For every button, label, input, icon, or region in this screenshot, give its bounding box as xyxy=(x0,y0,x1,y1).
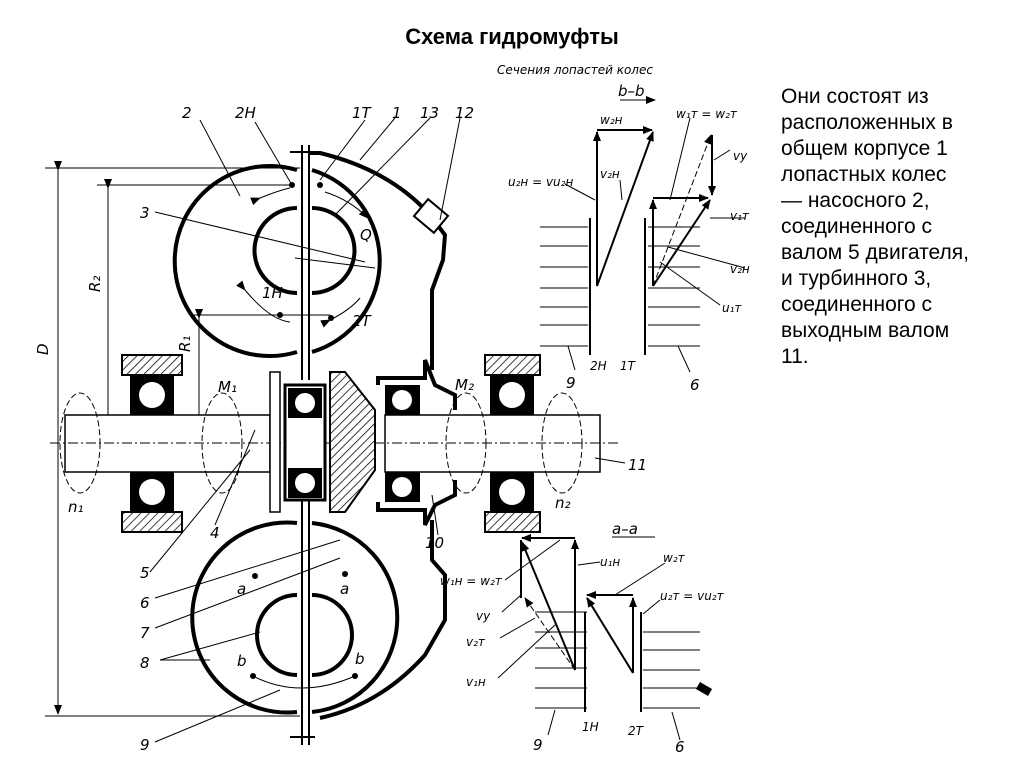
aa-label-2T: 2T xyxy=(628,724,645,738)
dimension-lines xyxy=(45,161,330,717)
point-label-2T: 2T xyxy=(352,312,373,330)
aa-label-9: 9 xyxy=(533,736,543,754)
dim-label-n1: n₁ xyxy=(68,498,84,516)
part-label-12: 12 xyxy=(455,104,474,122)
bb-label-u2H: u₂н = vu₂н xyxy=(508,175,573,189)
upper-wheel xyxy=(172,145,450,380)
section-aa-label: a–a xyxy=(612,520,638,538)
dim-label-R2: R₂ xyxy=(86,276,104,292)
section-heading: Сечения лопастей колес xyxy=(497,63,653,77)
part-label-8: 8 xyxy=(140,654,150,672)
dim-label-M2: M₂ xyxy=(455,376,474,394)
point-label-a-left: a xyxy=(237,580,246,598)
page-title: Схема гидромуфты xyxy=(0,24,1024,50)
bb-label-6: 6 xyxy=(690,376,700,394)
point-label-a-right: a xyxy=(340,580,349,598)
dim-label-n2: n₂ xyxy=(555,494,571,512)
part-label-10: 10 xyxy=(425,534,444,552)
description-line: расположенных в xyxy=(781,111,953,134)
lower-wheel xyxy=(190,500,447,745)
bearing-left-top xyxy=(121,354,183,415)
bb-label-w2H: w₂н xyxy=(600,113,623,127)
description-line: Они состоят из xyxy=(781,85,929,108)
description-text: Они состоят из расположенных в общем кор… xyxy=(781,84,1021,370)
section-bb-label: b–b xyxy=(618,82,645,100)
part-label-3: 3 xyxy=(140,204,150,222)
diagram-labels: Сечения лопастей колес b–b a–a 2 2H 1T 1… xyxy=(34,63,750,756)
bb-label-w1T-eq: w₁т = w₂т xyxy=(676,107,738,121)
point-label-1T: 1T xyxy=(352,104,373,122)
point-label-2H: 2H xyxy=(235,104,256,122)
bearing-right-top xyxy=(484,354,541,415)
aa-label-v1H: v₁н xyxy=(466,675,486,689)
bearing-right-bottom xyxy=(484,472,541,533)
description-line: валом 5 двигателя, xyxy=(781,241,969,264)
dim-label-D: D xyxy=(34,343,52,355)
bearings xyxy=(121,354,541,533)
part-label-13: 13 xyxy=(420,104,439,122)
description-line: соединенного с xyxy=(781,293,932,316)
bb-label-vy: vy xyxy=(733,149,748,163)
description-line: выходным валом xyxy=(781,319,950,342)
section-aa-diagram xyxy=(497,534,713,741)
bb-label-v1T: v₁т xyxy=(730,209,750,223)
leader-lines xyxy=(149,117,626,743)
bb-label-2H: 2H xyxy=(590,359,607,373)
rotation-arrows xyxy=(59,392,583,494)
bb-label-9: 9 xyxy=(566,374,576,392)
bearing-center xyxy=(288,385,420,502)
description-line: 11. xyxy=(781,345,809,368)
part-label-5: 5 xyxy=(140,564,150,582)
part-label-4: 4 xyxy=(210,524,220,542)
aa-label-v2T: v₂т xyxy=(466,635,486,649)
point-label-Q: Q xyxy=(360,226,372,244)
dim-label-M1: M₁ xyxy=(218,378,237,396)
bb-label-1T: 1T xyxy=(620,359,637,373)
description-line: лопастных колес xyxy=(781,163,947,186)
aa-label-u1H: u₁н xyxy=(600,555,620,569)
point-label-1H: 1H xyxy=(262,284,283,302)
aa-label-w1H-eq: w₁н = w₂т xyxy=(440,574,503,588)
bb-label-u1T: u₁т xyxy=(722,301,742,315)
aa-label-6: 6 xyxy=(675,738,685,756)
output-shaft-11 xyxy=(384,414,601,473)
point-label-b-left: b xyxy=(237,652,247,670)
aa-label-1H: 1H xyxy=(582,720,599,734)
aa-label-vy: vy xyxy=(476,609,491,623)
section-bb-diagram xyxy=(540,96,746,373)
aa-label-u2T-eq: u₂т = vu₂т xyxy=(660,589,725,603)
part-label-11: 11 xyxy=(628,456,647,474)
description-line: общем корпусе 1 xyxy=(781,137,948,160)
description-line: и турбинного 3, xyxy=(781,267,932,290)
bearing-left-bottom xyxy=(121,472,183,533)
point-label-b-right: b xyxy=(355,650,365,668)
bb-label-v2H: v₂н xyxy=(600,167,620,181)
description-line: соединенного с xyxy=(781,215,932,238)
bb-label-v2H-right: v₂н xyxy=(730,262,750,276)
part-label-6: 6 xyxy=(140,594,150,612)
aa-label-w2T: w₂т xyxy=(663,551,686,565)
part-label-1: 1 xyxy=(392,104,402,122)
part-label-2: 2 xyxy=(182,104,192,122)
dim-label-R1: R₁ xyxy=(176,336,194,352)
part-label-7: 7 xyxy=(140,624,150,642)
part-label-9: 9 xyxy=(140,736,150,754)
title-text: Схема гидромуфты xyxy=(405,24,619,49)
description-line: — насосного 2, xyxy=(781,189,930,212)
